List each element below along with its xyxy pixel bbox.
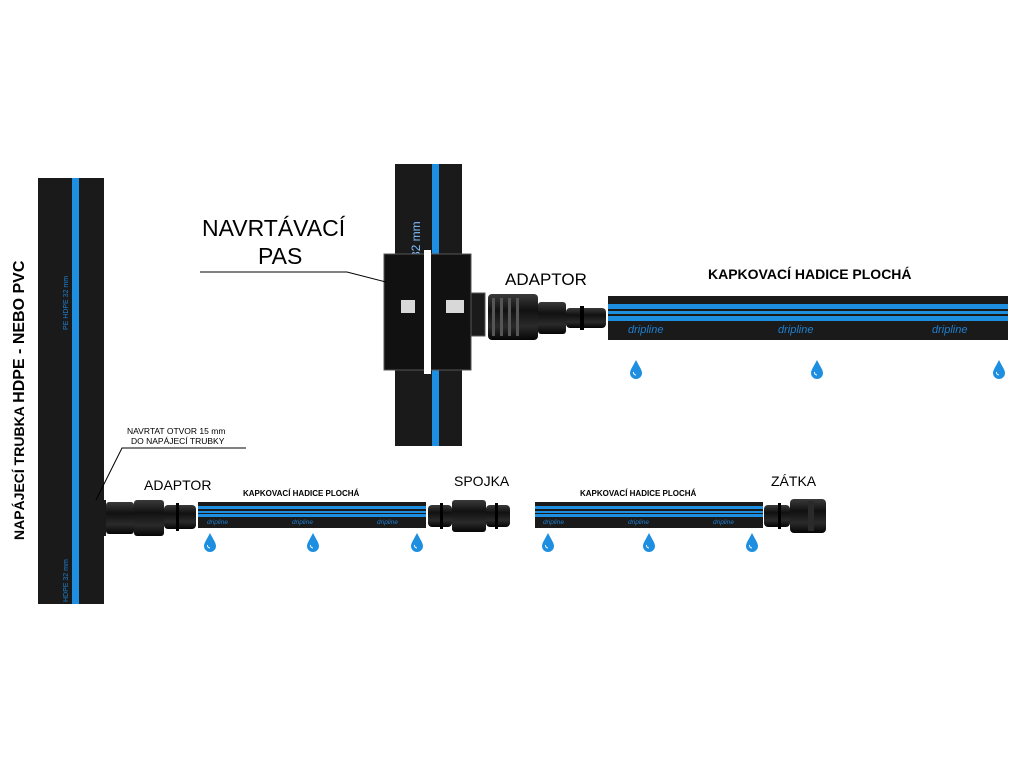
- drill-hole-note-2: DO NAPÁJECÍ TRUBKY: [131, 436, 225, 446]
- dripline-brand: dripline: [932, 324, 967, 336]
- pipe-print-lower: HDPE 32 mm: [63, 559, 70, 602]
- drip-hose-upper-label: KAPKOVACÍ HADICE PLOCHÁ: [708, 266, 912, 282]
- adaptor-lower-label: ADAPTOR: [144, 477, 211, 493]
- supply-pipe-title: NAPÁJECÍ TRUBKA HDPE - NEBO PVC: [11, 260, 28, 540]
- adaptor-upper-label: ADAPTOR: [505, 270, 587, 289]
- water-drop-icon: [203, 532, 217, 553]
- pipe-print-upper: PE HDPE 32 mm: [63, 276, 70, 330]
- drill-band-label-2: PAS: [258, 243, 302, 269]
- coupler: [428, 500, 510, 532]
- drill-band-leader: [200, 271, 387, 283]
- coupler-label: SPOJKA: [454, 473, 510, 489]
- drill-hole-note-1: NAVRTAT OTVOR 15 mm: [127, 426, 225, 436]
- drill-band: [383, 250, 486, 374]
- water-drop-icon: [810, 359, 824, 380]
- dripline-brand: dripline: [713, 519, 734, 526]
- drill-band-label-1: NAVRTÁVACÍ: [202, 215, 346, 241]
- drill-hole-leader: [91, 447, 246, 509]
- dripline-brand: dripline: [778, 324, 813, 336]
- adaptor-upper: [488, 294, 606, 340]
- dripline-brand: dripline: [628, 519, 649, 526]
- dripline-brand: dripline: [207, 519, 228, 526]
- dripline-brand: dripline: [292, 519, 313, 526]
- dripline-brand: dripline: [628, 324, 663, 336]
- drip-hose-lower-1: dripline dripline dripline: [198, 502, 426, 528]
- water-drop-icon: [410, 532, 424, 553]
- water-drop-icon: [629, 359, 643, 380]
- water-drop-icon: [745, 532, 759, 553]
- dripline-brand: dripline: [377, 519, 398, 526]
- water-drop-icon: [306, 532, 320, 553]
- drip-hose-lower-2: dripline dripline dripline: [535, 502, 763, 528]
- drip-hose-lower-1-label: KAPKOVACÍ HADICE PLOCHÁ: [243, 489, 360, 498]
- drip-hose-upper: dripline dripline dripline: [608, 296, 1008, 340]
- adaptor-lower: [92, 500, 196, 536]
- drip-hose-lower-2-label: KAPKOVACÍ HADICE PLOCHÁ: [580, 489, 697, 498]
- dripline-brand: dripline: [543, 519, 564, 526]
- water-drop-icon: [642, 532, 656, 553]
- water-drop-icon: [992, 359, 1006, 380]
- pipe-size-label: 32 mm: [409, 221, 423, 258]
- end-cap: [764, 499, 826, 533]
- end-cap-label: ZÁTKA: [771, 473, 817, 489]
- water-drop-icon: [541, 532, 555, 553]
- main-supply-pipe: PE HDPE 32 mm HDPE 32 mm: [38, 178, 104, 604]
